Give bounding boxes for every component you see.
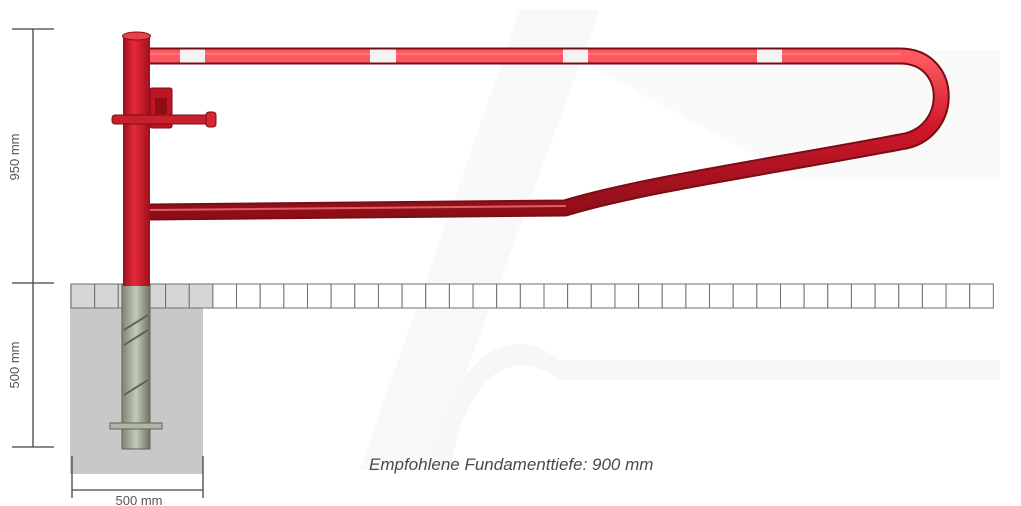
ground-tile xyxy=(212,283,238,309)
sleeve-spiral xyxy=(123,314,149,396)
ground-tile xyxy=(259,283,285,309)
ground-surface-tiles xyxy=(70,283,994,309)
background-watermark xyxy=(360,10,1000,470)
ground-tile xyxy=(496,283,521,309)
ground-tile xyxy=(945,283,971,309)
ground-tile xyxy=(377,283,403,309)
height-dimension-label: 950 mm xyxy=(7,134,22,181)
foundation-depth-label: 500 mm xyxy=(7,342,22,389)
ground-tile xyxy=(70,283,96,309)
ground-tile xyxy=(425,283,450,309)
ground-tile xyxy=(732,283,758,309)
ground-tile xyxy=(519,283,545,309)
ground-tile xyxy=(898,283,923,309)
foundation-width-label: 500 mm xyxy=(116,493,163,506)
ground-tile xyxy=(874,283,900,309)
ground-tile xyxy=(756,283,781,309)
ground-tile xyxy=(850,283,876,309)
ground-tile xyxy=(827,283,852,309)
ground-tile xyxy=(803,283,829,309)
swing-barrier xyxy=(141,47,950,221)
ground-tile xyxy=(283,283,309,309)
ground-tile xyxy=(94,283,119,309)
post-cap xyxy=(122,31,151,41)
ground-tile xyxy=(330,283,356,309)
ground-tile xyxy=(543,283,569,309)
ground-tile xyxy=(921,283,947,309)
ground-tile xyxy=(448,283,474,309)
ground-tile xyxy=(401,283,427,309)
ground-tile xyxy=(307,283,332,309)
ground-tile xyxy=(590,283,616,309)
ground-tile xyxy=(661,283,687,309)
ground-tile xyxy=(567,283,592,309)
ground-tile xyxy=(638,283,663,309)
ground-tile xyxy=(969,283,994,309)
ground-tile xyxy=(709,283,734,309)
ground-tile xyxy=(780,283,805,309)
barrier-post xyxy=(123,34,150,286)
ground-sleeve xyxy=(121,283,151,450)
ground-tile xyxy=(354,283,379,309)
locking-bolt xyxy=(111,87,217,129)
dimension-lines xyxy=(12,28,204,498)
ground-tile xyxy=(685,283,711,309)
foundation-depth-caption: Empfohlene Fundamenttiefe: 900 mm xyxy=(369,455,654,474)
ground-tile xyxy=(614,283,640,309)
ground-tile xyxy=(472,283,498,309)
base-plate xyxy=(109,422,163,430)
ground-tile xyxy=(165,283,190,309)
ground-tile xyxy=(236,283,261,309)
ground-tile xyxy=(188,283,214,309)
